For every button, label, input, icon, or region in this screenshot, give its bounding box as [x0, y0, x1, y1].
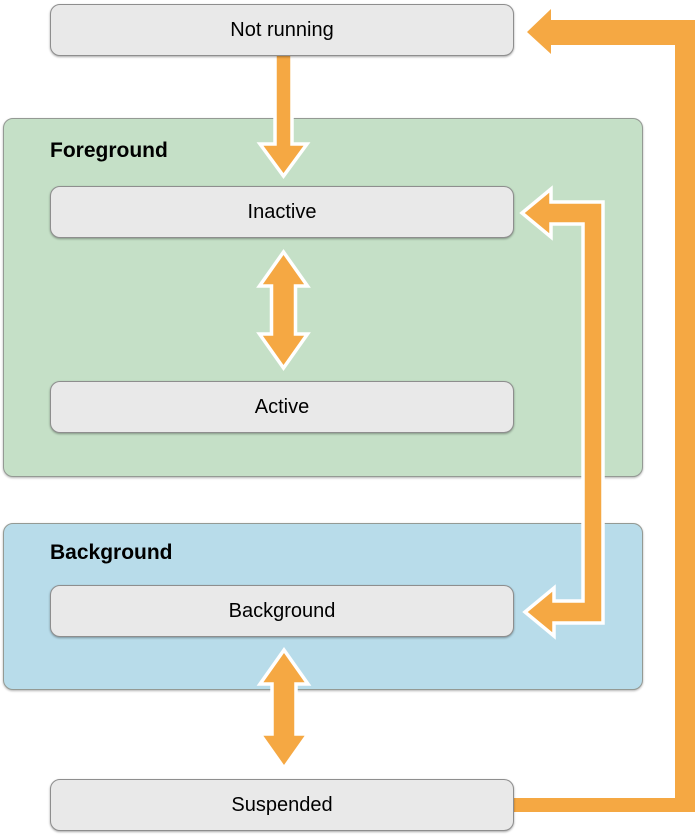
arrow-suspended-to-not-running-icon	[510, 9, 695, 812]
arrow-not-running-to-inactive-icon	[256, 48, 311, 179]
state-box-inactive: Inactive	[50, 186, 514, 238]
state-box-background: Background	[50, 585, 514, 637]
background-group-label: Background	[50, 541, 173, 564]
arrow-inactive-background-bent-icon	[519, 185, 605, 640]
state-box-not-running: Not running	[50, 4, 514, 56]
arrow-background-suspended-icon	[256, 646, 312, 772]
state-box-active: Active	[50, 381, 514, 433]
foreground-group-label: Foreground	[50, 139, 168, 162]
state-box-suspended: Suspended	[50, 779, 514, 831]
arrow-inactive-active-icon	[256, 248, 311, 372]
